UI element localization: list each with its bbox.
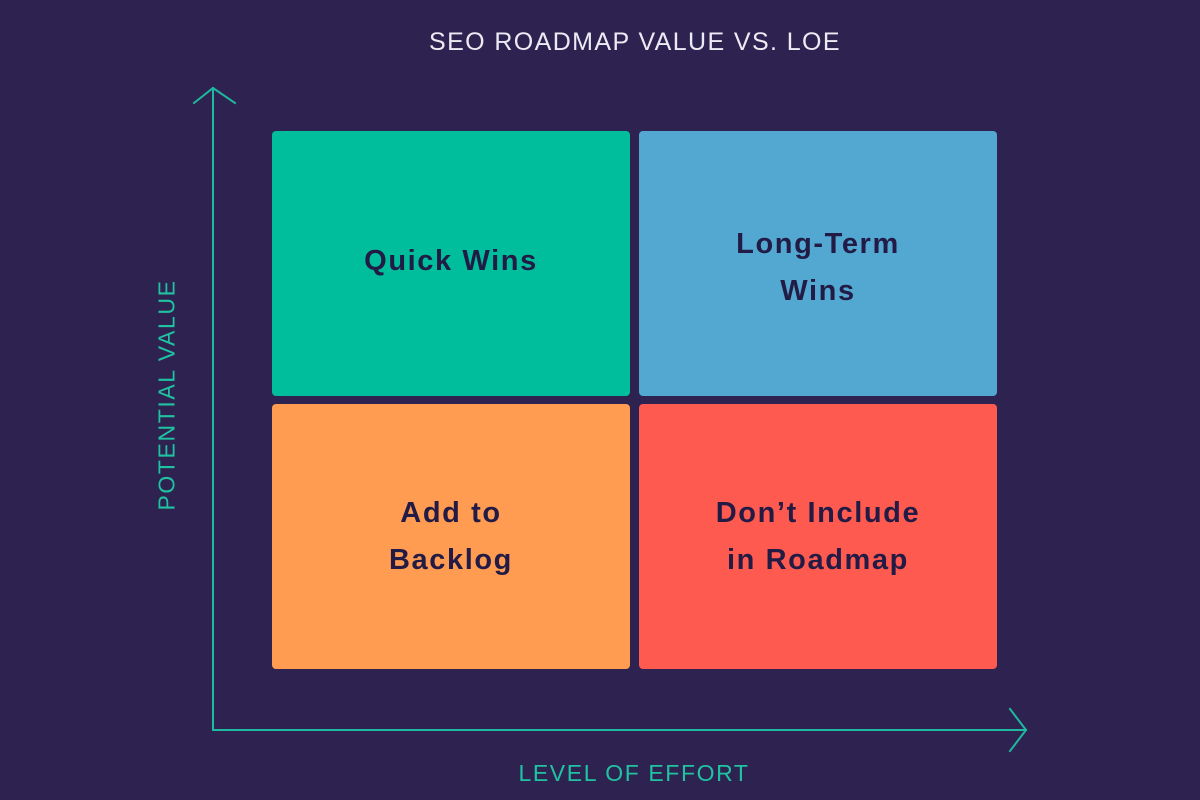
quadrant-long-term-wins: Long-Term Wins (639, 131, 997, 396)
diagram-title: SEO ROADMAP VALUE VS. LOE (429, 28, 841, 56)
quadrant-label: Long-Term Wins (736, 228, 900, 307)
quadrant-quick-wins: Quick Wins (272, 131, 630, 396)
x-axis (212, 707, 1028, 753)
y-axis (192, 86, 237, 731)
quadrant-label: Quick Wins (364, 244, 538, 277)
x-axis-label: LEVEL OF EFFORT (518, 760, 750, 786)
y-axis-label: POTENTIAL VALUE (153, 279, 180, 511)
quadrant-label: Don’t Include in Roadmap (715, 496, 921, 576)
quadrant-dont-include: Don’t Include in Roadmap (639, 404, 997, 669)
quadrant-label: Add to Backlog (388, 496, 513, 576)
right-arrow-icon (1008, 707, 1028, 753)
quadrant-add-to-backlog: Add to Backlog (272, 404, 630, 669)
up-arrow-icon (192, 86, 237, 105)
